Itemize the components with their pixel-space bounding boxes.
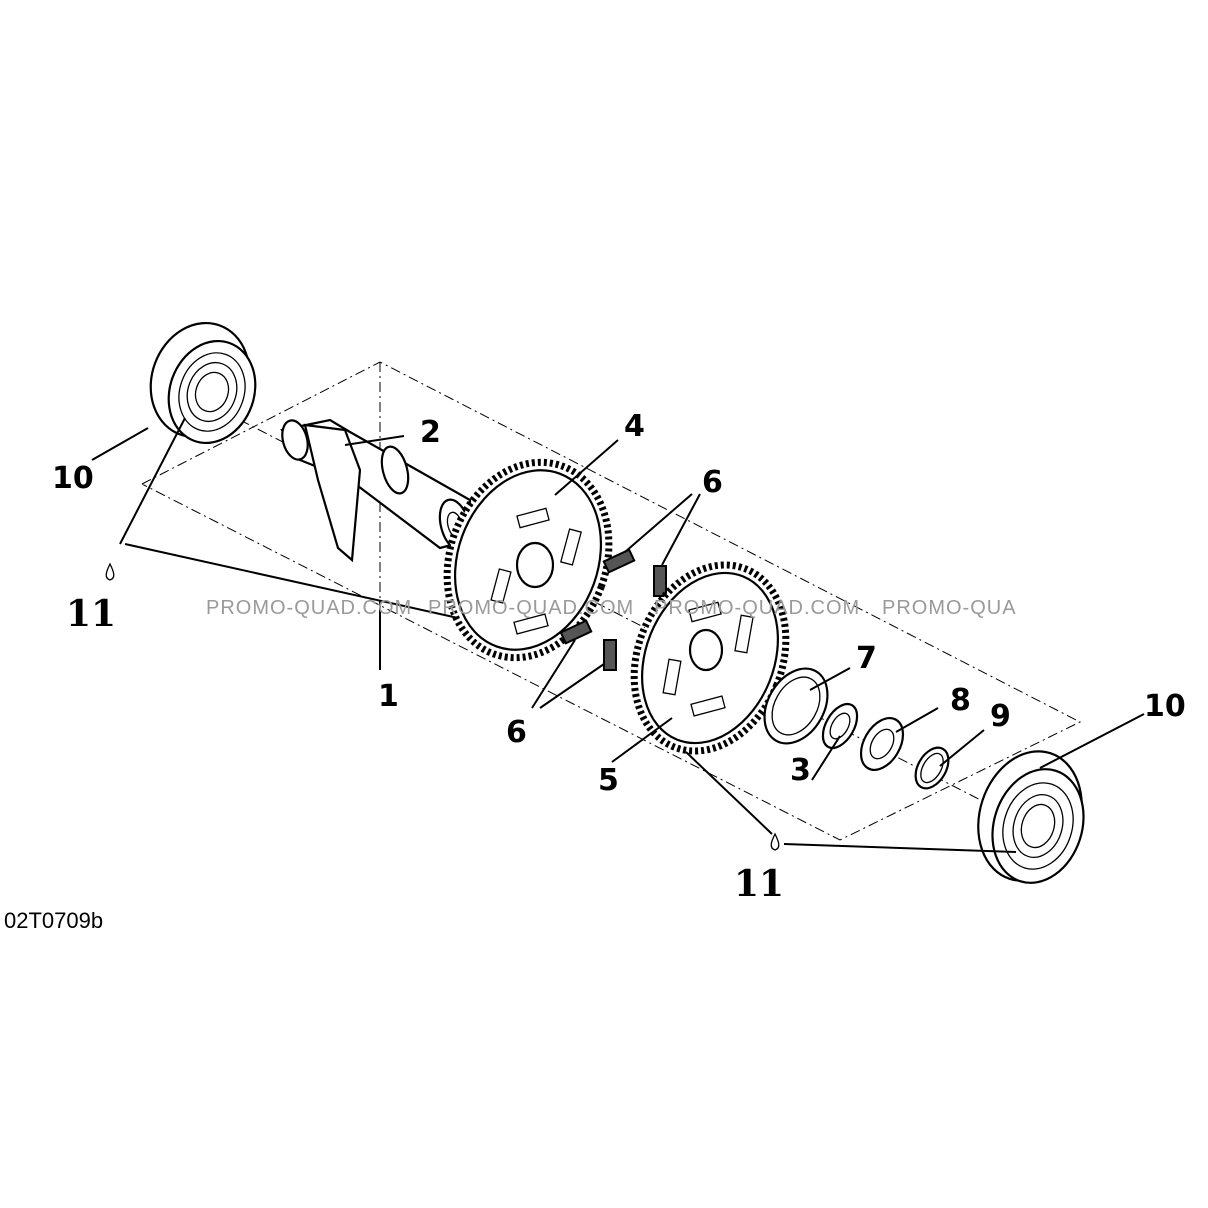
callout-10-right: 10 — [1144, 689, 1186, 724]
callout-2: 2 — [420, 415, 441, 450]
callout-4: 4 — [624, 409, 645, 444]
camshaft-gear-large — [443, 458, 613, 662]
callout-5: 5 — [598, 763, 619, 798]
callout-1: 1 — [378, 679, 399, 714]
watermark-text: PROMO-QUAD.COM — [654, 597, 860, 619]
spacer-ring — [821, 702, 859, 750]
camshaft — [280, 418, 472, 563]
watermark-text: PROMO-QUA — [882, 597, 1017, 619]
oil-drop-icon — [770, 832, 780, 851]
watermark-text: PROMO-QUAD.COM — [206, 597, 412, 619]
callout-11-right: 11 — [734, 863, 784, 905]
callout-8: 8 — [950, 683, 971, 718]
dowel-pins — [559, 548, 667, 671]
callout-10-left: 10 — [52, 461, 94, 496]
callout-11-left: 11 — [66, 593, 116, 635]
watermark-text: PROMO-QUAD.COM — [428, 597, 634, 619]
shim-washer — [859, 717, 905, 771]
callout-9: 9 — [990, 699, 1011, 734]
leader-lines — [91, 417, 1145, 853]
callout-6-bottom: 6 — [506, 715, 527, 750]
callout-3: 3 — [790, 753, 811, 788]
thrust-washer — [763, 667, 829, 745]
drawing-reference: 02T0709b — [4, 908, 103, 933]
oil-drop-icon — [105, 562, 115, 581]
callout-6-top: 6 — [702, 465, 723, 500]
callout-7: 7 — [856, 641, 877, 676]
ball-bearing-left — [149, 321, 257, 445]
camshaft-gear-small — [630, 561, 790, 755]
ball-bearing-right — [977, 750, 1085, 884]
circlip — [914, 746, 950, 790]
